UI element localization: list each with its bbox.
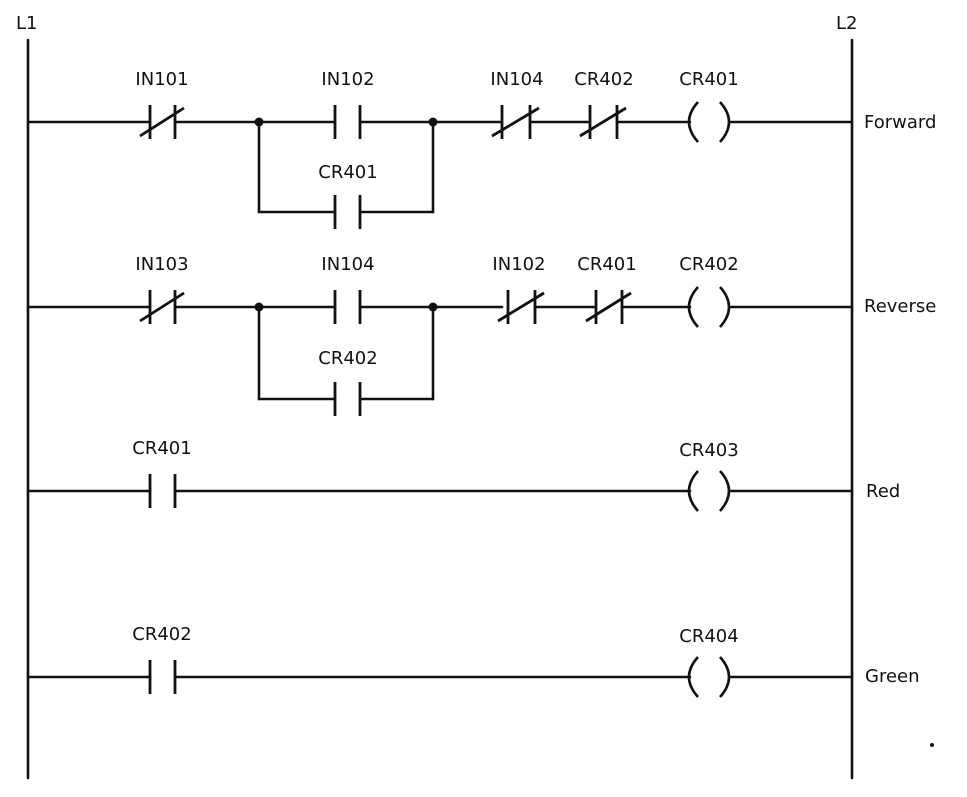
coil	[687, 656, 731, 698]
contact-no	[333, 195, 362, 229]
coil-label: CR404	[679, 626, 738, 647]
contact-label: CR401	[318, 162, 377, 183]
coil	[687, 286, 731, 328]
coil-label: CR403	[679, 440, 738, 461]
contact-no	[148, 660, 177, 694]
coil	[687, 101, 731, 143]
coil-label: CR402	[679, 254, 738, 275]
contact-label: CR401	[132, 438, 191, 459]
contact-label: IN104	[490, 69, 543, 90]
contact-label: CR402	[132, 624, 191, 645]
output-label: Red	[866, 481, 900, 502]
stray-dot	[930, 743, 934, 747]
left-rail-label: L1	[16, 13, 37, 34]
contact-label: CR402	[574, 69, 633, 90]
output-label: Reverse	[864, 296, 936, 317]
contact-label: IN102	[321, 69, 374, 90]
right-rail-label: L2	[836, 13, 857, 34]
contact-no	[333, 382, 362, 416]
coil	[687, 470, 731, 512]
contact-label: IN102	[492, 254, 545, 275]
rung-green: CR402 CR404 Green	[26, 624, 920, 698]
contact-no	[333, 290, 362, 324]
rung-reverse: IN103 IN104 CR402 IN102	[26, 254, 936, 416]
output-label: Forward	[864, 112, 936, 133]
contact-label: IN104	[321, 254, 374, 275]
coil-label: CR401	[679, 69, 738, 90]
contact-label: IN101	[135, 69, 188, 90]
rung-red: CR401 CR403 Red	[26, 438, 900, 512]
contact-label: CR402	[318, 348, 377, 369]
output-label: Green	[865, 666, 920, 687]
contact-no	[148, 474, 177, 508]
contact-label: CR401	[577, 254, 636, 275]
contact-no	[333, 105, 362, 139]
contact-label: IN103	[135, 254, 188, 275]
rung-forward: IN101 IN102 CR401 IN104	[26, 69, 936, 229]
